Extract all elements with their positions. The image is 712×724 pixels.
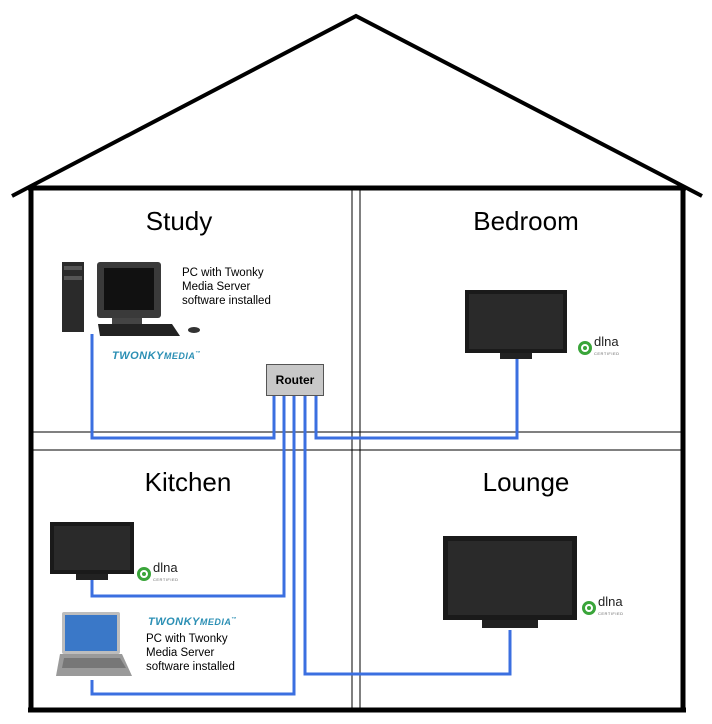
cable-lounge-tv: [303, 396, 512, 676]
router-label: Router: [275, 373, 315, 387]
network-cables: [90, 334, 519, 696]
dlna-sub: CERTIFIED: [598, 611, 624, 616]
lounge-tv-icon: [443, 536, 577, 628]
dlna-icon: [582, 601, 596, 615]
caption-line: PC with Twonky: [146, 633, 228, 645]
twonky-media-logo: TWONKYMEDIA™: [112, 350, 201, 362]
dlna-text: dlna: [153, 560, 178, 575]
dlna-sub: CERTIFIED: [594, 351, 620, 356]
twonky-logo-sub: MEDIA: [163, 351, 196, 361]
caption-line: software installed: [182, 295, 271, 307]
dlna-icon: [137, 567, 151, 581]
desktop-pc-icon: [62, 262, 200, 336]
dlna-icon: [578, 341, 592, 355]
twonky-logo-sub: MEDIA: [199, 617, 232, 627]
cable-bedroom-tv: [314, 358, 519, 440]
roof: [11, 13, 703, 198]
dlna-sub: CERTIFIED: [153, 577, 179, 582]
room-title-bedroom: Bedroom: [473, 206, 579, 236]
caption-line: Media Server: [182, 281, 251, 293]
twonky-media-logo-kitchen: TWONKYMEDIA™: [148, 616, 237, 628]
room-title-kitchen: Kitchen: [144, 467, 232, 497]
kitchen-tv-icon: [50, 522, 134, 580]
dlna-text: dlna: [598, 594, 623, 609]
laptop-icon: [56, 612, 132, 676]
twonky-logo-text: TWONKY: [148, 616, 200, 628]
study-pc-caption: PC with Twonky Media Server software ins…: [182, 266, 271, 308]
caption-line: Media Server: [146, 647, 215, 659]
dlna-text: dlna: [594, 334, 619, 349]
room-title-lounge: Lounge: [482, 467, 570, 497]
bedroom-tv-icon: [465, 290, 567, 359]
cable-study-pc: [90, 334, 276, 440]
room-title-study: Study: [145, 206, 213, 236]
router: Router: [266, 364, 324, 396]
kitchen-laptop-caption: PC with Twonky Media Server software ins…: [146, 632, 235, 674]
twonky-logo-text: TWONKY: [112, 350, 164, 362]
cable-kitchen-tv: [90, 396, 286, 598]
caption-line: software installed: [146, 661, 235, 673]
caption-line: PC with Twonky: [182, 267, 264, 279]
cable-laptop: [90, 396, 296, 696]
